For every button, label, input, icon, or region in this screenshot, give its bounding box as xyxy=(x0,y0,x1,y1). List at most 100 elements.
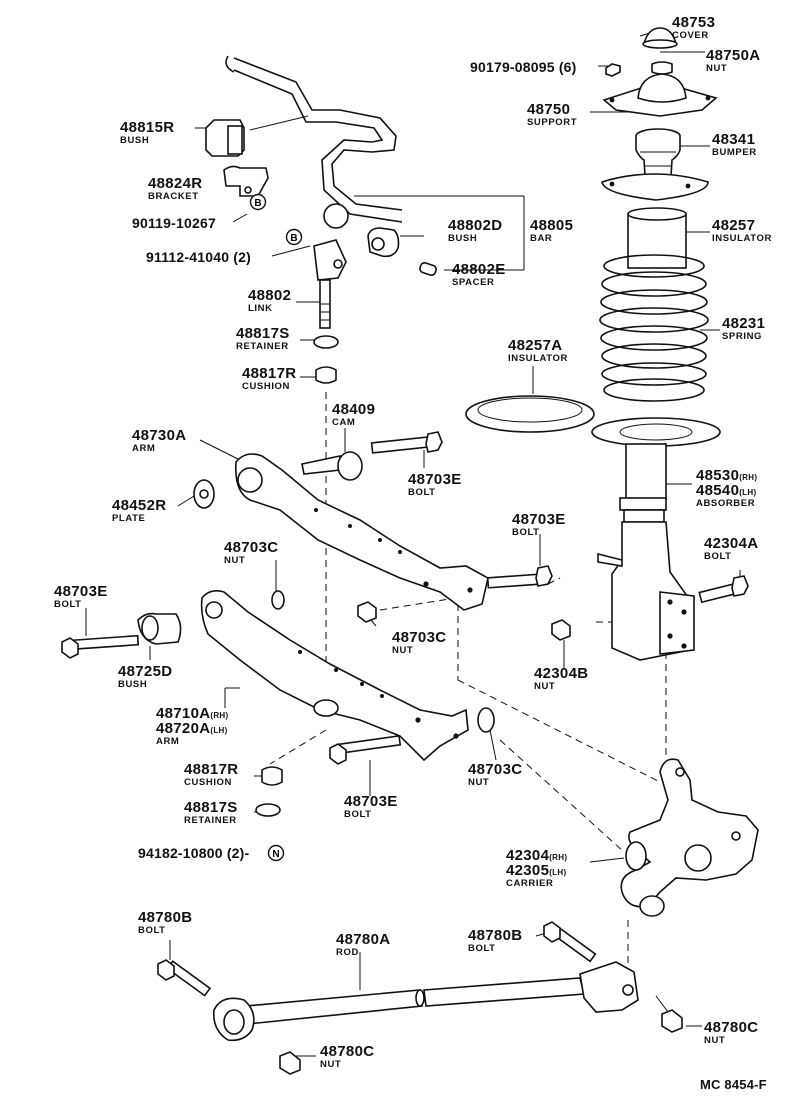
part-name: RETAINER xyxy=(236,341,289,352)
part-number: 42304(RH) xyxy=(506,847,568,864)
label-48817s-retainer-top: 48817S RETAINER xyxy=(236,326,290,352)
label-48409-cam: 48409 CAM xyxy=(332,402,375,428)
part-number-2: 48720A(LH) xyxy=(156,720,228,737)
stabilizer-bar-drawing xyxy=(205,55,437,384)
part-number: 48703E xyxy=(408,471,462,488)
part-name: ARM xyxy=(156,736,180,747)
part-number: 48257 xyxy=(712,217,756,234)
label-48817s-retainer-bottom: 48817S RETAINER xyxy=(184,800,238,826)
label-48703e-bolt-top: 48703E BOLT xyxy=(408,472,462,498)
part-name: LINK xyxy=(248,303,273,314)
label-48703e-bolt-bottom: 48703E BOLT xyxy=(344,794,398,820)
part-number: 48802 xyxy=(248,287,292,304)
upper-arm-drawing xyxy=(193,431,553,623)
label-48780c-nut-left: 48780C NUT xyxy=(320,1044,374,1070)
part-name: NUT xyxy=(534,681,556,692)
part-number: 48802D xyxy=(448,217,503,234)
part-number: 48725D xyxy=(118,663,173,680)
label-48824r-bracket: 48824R BRACKET xyxy=(148,176,202,202)
part-name: ROD xyxy=(336,947,359,958)
part-name: BUMPER xyxy=(712,147,757,158)
label-48703c-nut-mid: 48703C NUT xyxy=(392,630,446,656)
part-name: CUSHION xyxy=(242,381,291,392)
part-number: 48753 xyxy=(672,14,716,31)
part-number: 48750 xyxy=(527,101,571,118)
label-48730a-arm: 48730A ARM xyxy=(132,428,186,454)
part-name: PLATE xyxy=(112,513,146,524)
label-48703c-nut-upper: 48703C NUT xyxy=(224,540,278,566)
part-name: NUT xyxy=(706,63,728,74)
label-48231-spring: 48231 SPRING xyxy=(722,316,765,342)
part-name: BOLT xyxy=(344,809,372,820)
part-number: 48817R xyxy=(184,761,239,778)
label-48817r-cushion-bottom: 48817R CUSHION xyxy=(184,762,238,788)
part-number: 48780B xyxy=(138,909,193,926)
label-48750-support: 48750 SUPPORT xyxy=(527,102,577,128)
part-number: 48815R xyxy=(120,119,175,136)
part-number: 48824R xyxy=(148,175,203,192)
part-name: BOLT xyxy=(704,551,732,562)
part-name: BAR xyxy=(530,233,553,244)
part-number: 48703C xyxy=(392,629,447,646)
label-48815r-bush: 48815R BUSH xyxy=(120,120,174,146)
label-48725d-bush: 48725D BUSH xyxy=(118,664,172,690)
part-name: CARRIER xyxy=(506,878,554,889)
label-48780a-rod: 48780A ROD xyxy=(336,932,390,958)
label-48703e-bolt-left: 48703E BOLT xyxy=(54,584,108,610)
part-name: SPACER xyxy=(452,277,495,288)
part-name: INSULATOR xyxy=(712,233,772,244)
part-number: 48710A(RH) xyxy=(156,705,229,722)
part-number-2: 48540(LH) xyxy=(696,482,757,499)
label-90119-10267: 90119-10267 xyxy=(132,215,216,231)
part-name: CUSHION xyxy=(184,777,233,788)
circled-b-mark-1: B xyxy=(249,193,267,211)
part-name: BRACKET xyxy=(148,191,199,202)
mark-letter: B xyxy=(254,198,261,209)
label-48750a-nut: 48750A NUT xyxy=(706,48,760,74)
part-number: 48530(RH) xyxy=(696,467,758,484)
part-number: 48780A xyxy=(336,931,391,948)
part-name: RETAINER xyxy=(184,815,237,826)
part-number: 48703E xyxy=(54,583,108,600)
part-number: 48409 xyxy=(332,401,376,418)
label-48802-link: 48802 LINK xyxy=(248,288,291,314)
label-48780b-bolt-left: 48780B BOLT xyxy=(138,910,192,936)
part-name: BOLT xyxy=(54,599,82,610)
part-number: 48750A xyxy=(706,47,761,64)
part-name: BOLT xyxy=(138,925,166,936)
part-name: NUT xyxy=(704,1035,726,1046)
part-number: 48780C xyxy=(320,1043,375,1060)
part-number: 48231 xyxy=(722,315,766,332)
part-number: 48341 xyxy=(712,131,756,148)
label-48257a-insulator: 48257A INSULATOR xyxy=(508,338,568,364)
label-48710a-arm: 48710A(RH) 48720A(LH) ARM xyxy=(156,706,228,747)
leader-lines xyxy=(85,29,741,1057)
label-48817r-cushion-top: 48817R CUSHION xyxy=(242,366,296,392)
label-48257-insulator: 48257 INSULATOR xyxy=(712,218,772,244)
part-number: 48780B xyxy=(468,927,523,944)
part-name: NUT xyxy=(224,555,246,566)
circled-b-mark-2: B xyxy=(285,228,303,246)
label-94182-10800: 94182-10800 (2)- xyxy=(138,845,250,861)
part-name: CAM xyxy=(332,417,356,428)
part-name: NUT xyxy=(392,645,414,656)
part-number: 48817S xyxy=(236,325,290,342)
part-name: NUT xyxy=(468,777,490,788)
part-number: 48805 xyxy=(530,217,574,234)
part-number: 48730A xyxy=(132,427,187,444)
mark-letter: B xyxy=(290,233,297,244)
part-number: 48703E xyxy=(512,511,566,528)
part-name: BUSH xyxy=(448,233,478,244)
part-name: BUSH xyxy=(120,135,150,146)
part-name: SUPPORT xyxy=(527,117,578,128)
part-number: 48780C xyxy=(704,1019,759,1036)
label-48753-cover: 48753 COVER xyxy=(672,15,715,41)
rod-drawing xyxy=(157,921,683,1075)
part-name: ABSORBER xyxy=(696,498,756,509)
part-number: 48817S xyxy=(184,799,238,816)
label-48780b-bolt-right: 48780B BOLT xyxy=(468,928,522,954)
lower-arm-drawing xyxy=(61,590,495,817)
strut-assembly-drawing xyxy=(465,27,749,661)
part-name: ARM xyxy=(132,443,156,454)
